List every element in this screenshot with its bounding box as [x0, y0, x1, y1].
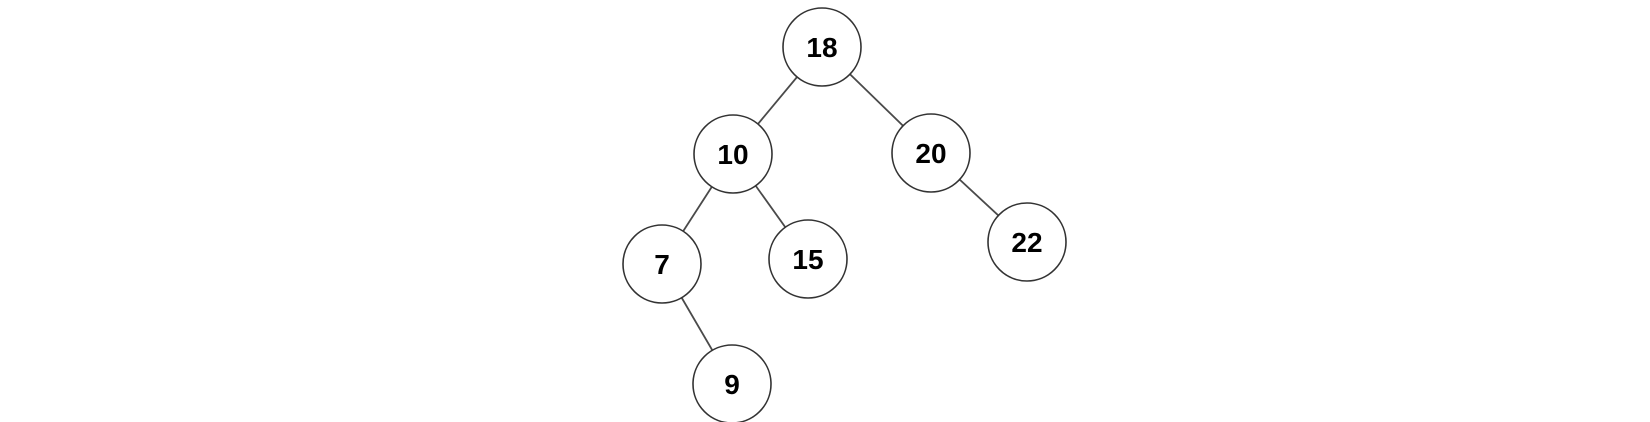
node-circle-7 — [622, 224, 702, 304]
node-label-9: 9 — [724, 369, 740, 400]
tree-node-18: 18 — [782, 7, 862, 87]
tree-node-10: 10 — [693, 114, 773, 194]
node-circle-18 — [782, 7, 862, 87]
tree-node-15: 15 — [768, 219, 848, 299]
node-circle-10 — [693, 114, 773, 194]
node-label-20: 20 — [915, 138, 946, 169]
node-circle-20 — [891, 113, 971, 193]
node-label-7: 7 — [654, 249, 670, 280]
node-label-15: 15 — [792, 244, 823, 275]
tree-node-7: 7 — [622, 224, 702, 304]
tree-node-20: 20 — [891, 113, 971, 193]
node-label-18: 18 — [806, 32, 837, 63]
node-label-10: 10 — [717, 139, 748, 170]
tree-node-9: 9 — [692, 344, 772, 422]
tree-node-22: 22 — [987, 202, 1067, 282]
node-circle-15 — [768, 219, 848, 299]
node-label-22: 22 — [1011, 227, 1042, 258]
tree-edges-layer — [661, 46, 1028, 385]
tree-nodes-layer: 18 10 20 7 15 22 9 — [622, 7, 1067, 422]
node-circle-9 — [692, 344, 772, 422]
node-circle-22 — [987, 202, 1067, 282]
